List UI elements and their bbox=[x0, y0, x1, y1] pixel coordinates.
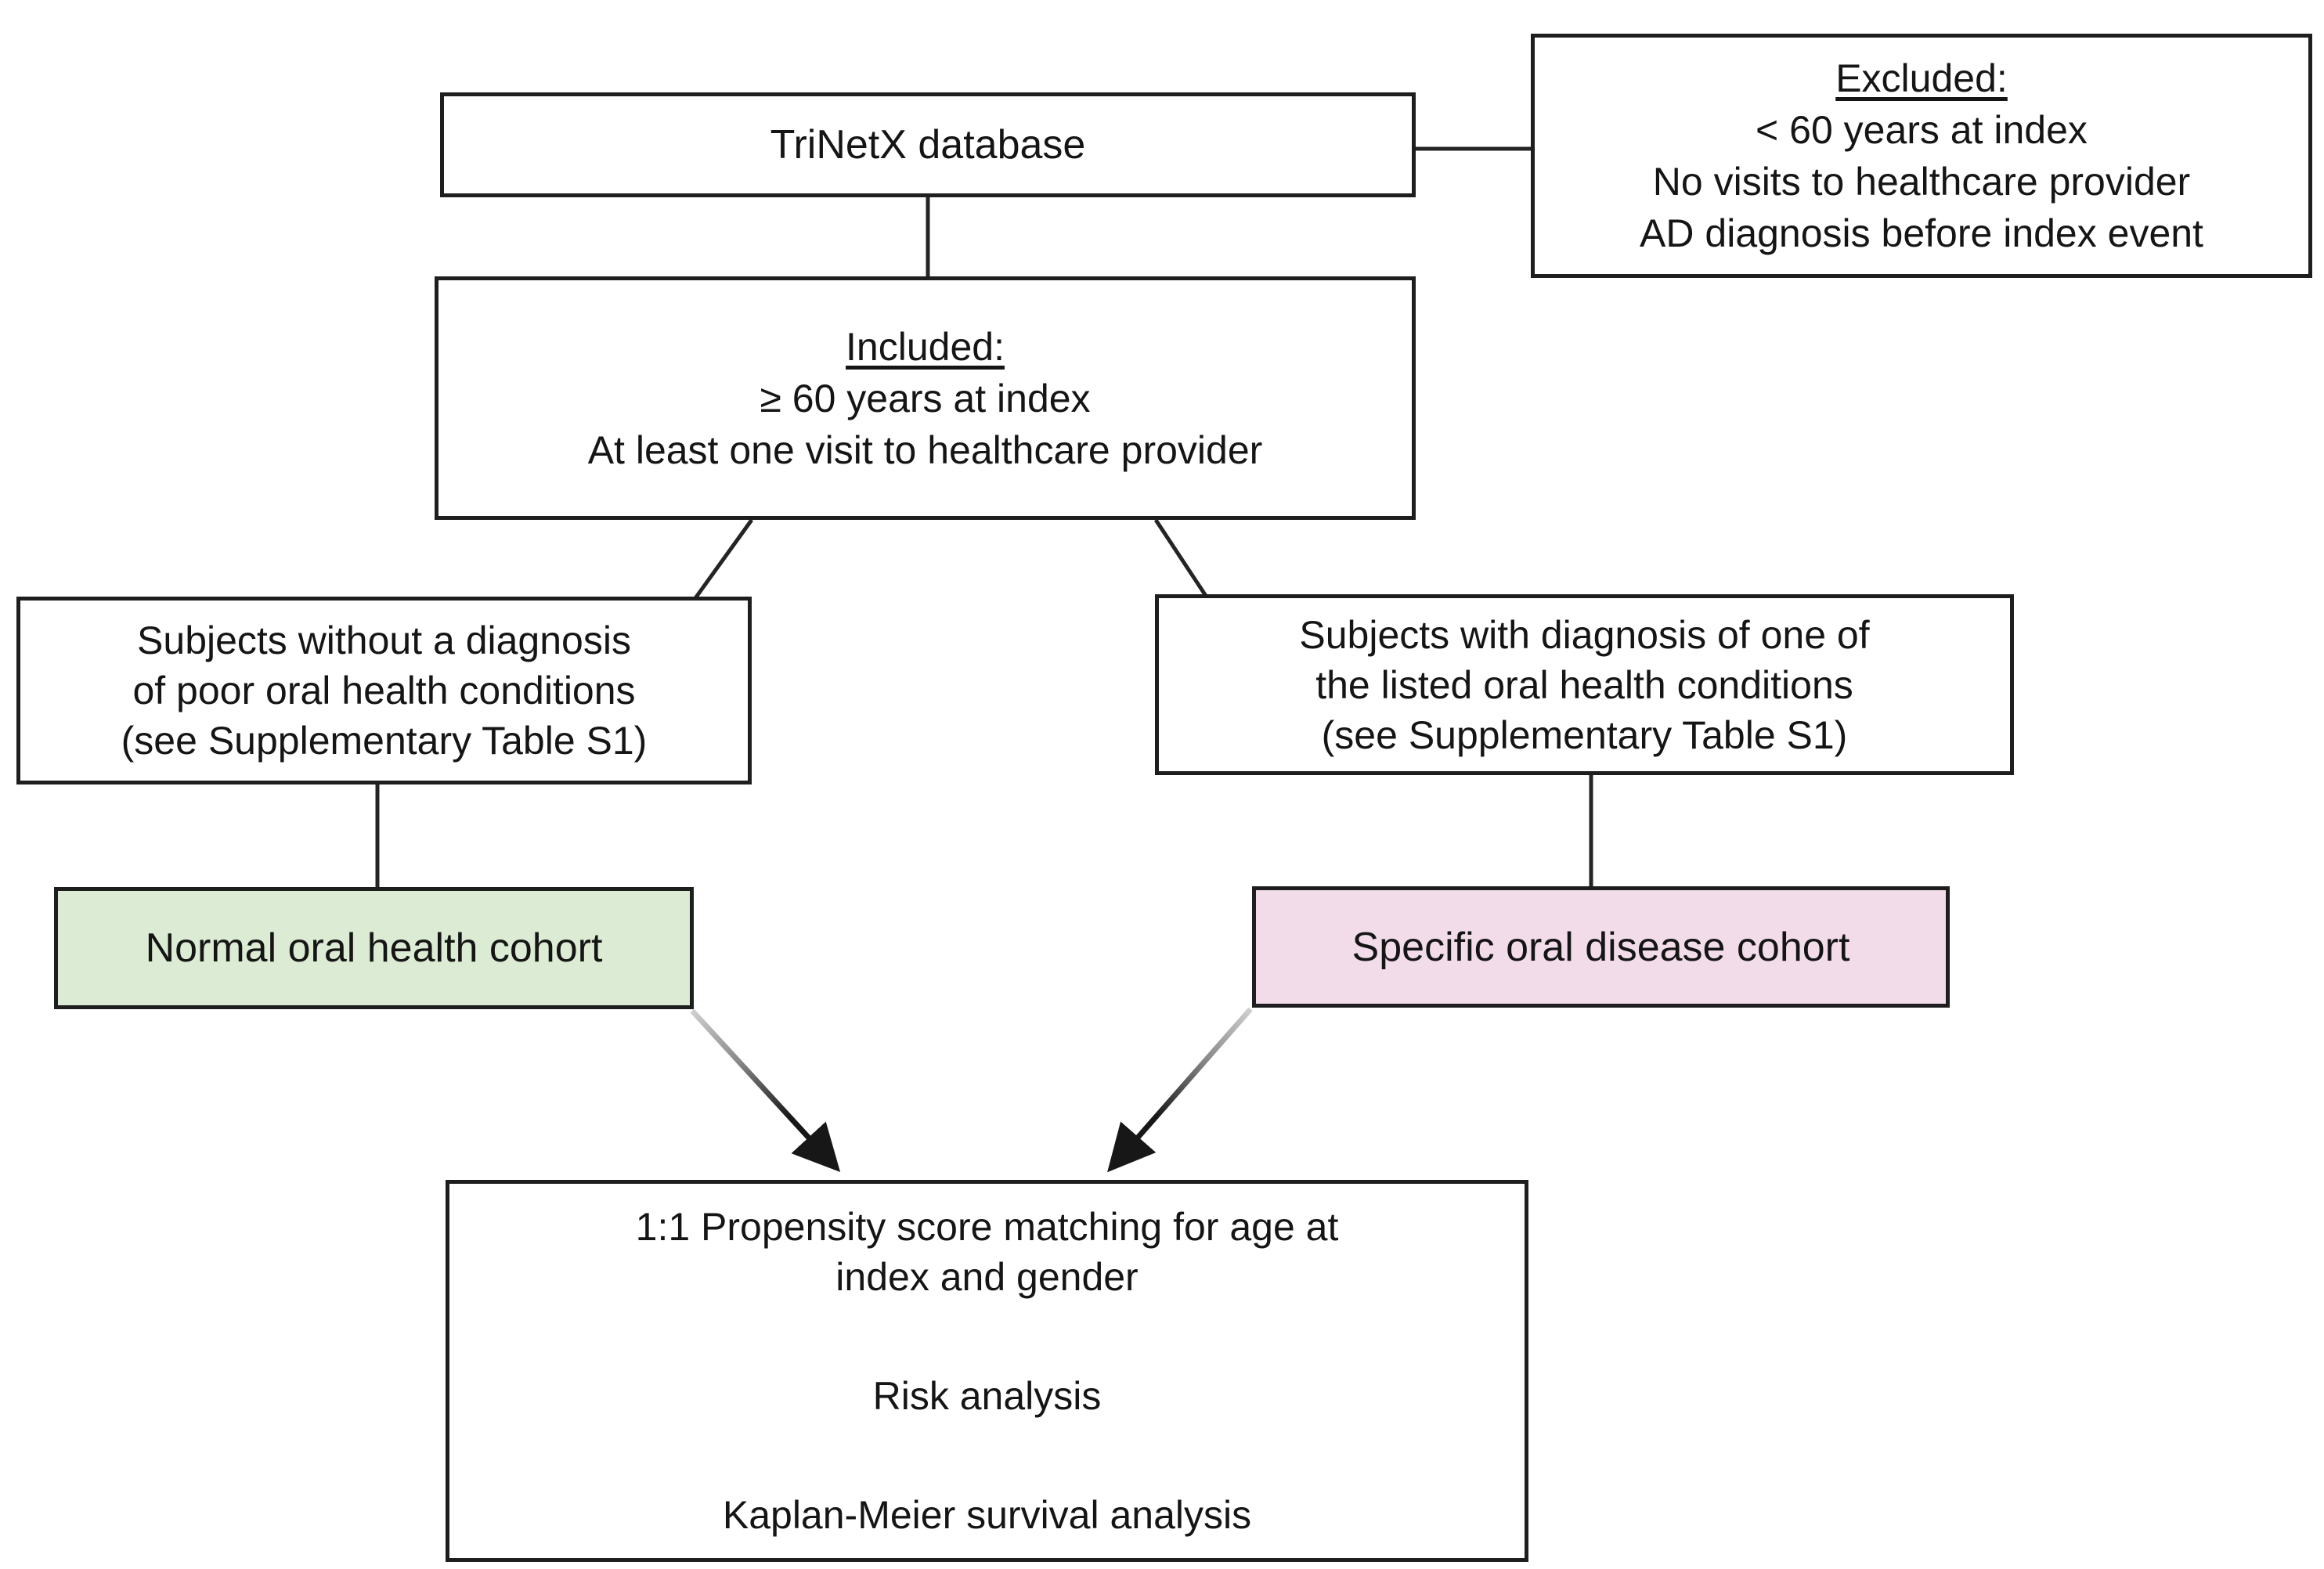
specific-oral-disease-cohort-label: Specific oral disease cohort bbox=[1351, 924, 1850, 970]
connector-included-subjects-left bbox=[693, 518, 754, 600]
propensity-matching-text: 1:1 Propensity score matching for age at… bbox=[636, 1202, 1339, 1302]
risk-analysis-text: Risk analysis bbox=[872, 1374, 1102, 1418]
excluded-criterion-ad: AD diagnosis before index event bbox=[1640, 211, 2203, 255]
included-criterion-age: ≥ 60 years at index bbox=[760, 376, 1091, 420]
specific-oral-disease-cohort-box: Specific oral disease cohort bbox=[1252, 886, 1950, 1008]
included-heading: Included: bbox=[846, 324, 1005, 369]
trinetx-database-box: TriNetX database bbox=[440, 92, 1416, 197]
excluded-criterion-visits: No visits to healthcare provider bbox=[1652, 160, 2191, 204]
arrow-normal-cohort-to-analysis bbox=[690, 1008, 841, 1173]
included-criteria-box: Included: ≥ 60 years at index At least o… bbox=[435, 276, 1416, 520]
subjects-with-line-1: Subjects with diagnosis of one of bbox=[1299, 612, 1870, 657]
included-criterion-visits: At least one visit to healthcare provide… bbox=[587, 427, 1263, 472]
normal-oral-health-cohort-label: Normal oral health cohort bbox=[145, 925, 603, 971]
connector-included-subjects-right bbox=[1153, 518, 1208, 597]
analysis-box: 1:1 Propensity score matching for age at… bbox=[446, 1180, 1528, 1562]
subjects-with-diagnosis-box: Subjects with diagnosis of one of the li… bbox=[1155, 594, 2014, 775]
arrow-disease-cohort-to-analysis bbox=[1107, 1007, 1253, 1173]
normal-oral-health-cohort-box: Normal oral health cohort bbox=[54, 887, 694, 1009]
subjects-with-line-3: (see Supplementary Table S1) bbox=[1321, 712, 1848, 757]
subjects-without-line-1: Subjects without a diagnosis bbox=[137, 619, 631, 662]
propensity-matching-line-1: 1:1 Propensity score matching for age at bbox=[635, 1205, 1339, 1249]
propensity-matching-line-2: index and gender bbox=[835, 1255, 1139, 1299]
subjects-with-line-2: the listed oral health conditions bbox=[1315, 662, 1853, 707]
excluded-criterion-age: < 60 years at index bbox=[1756, 108, 2088, 152]
subjects-without-line-2: of poor oral health conditions bbox=[132, 669, 636, 712]
subjects-without-diagnosis-box: Subjects without a diagnosis of poor ora… bbox=[16, 597, 752, 784]
excluded-heading: Excluded: bbox=[1835, 56, 2008, 100]
excluded-criteria-box: Excluded: < 60 years at index No visits … bbox=[1531, 34, 2312, 278]
subjects-without-line-3: (see Supplementary Table S1) bbox=[121, 719, 648, 763]
trinetx-database-label: TriNetX database bbox=[770, 122, 1086, 168]
kaplan-meier-text: Kaplan-Meier survival analysis bbox=[722, 1493, 1252, 1537]
